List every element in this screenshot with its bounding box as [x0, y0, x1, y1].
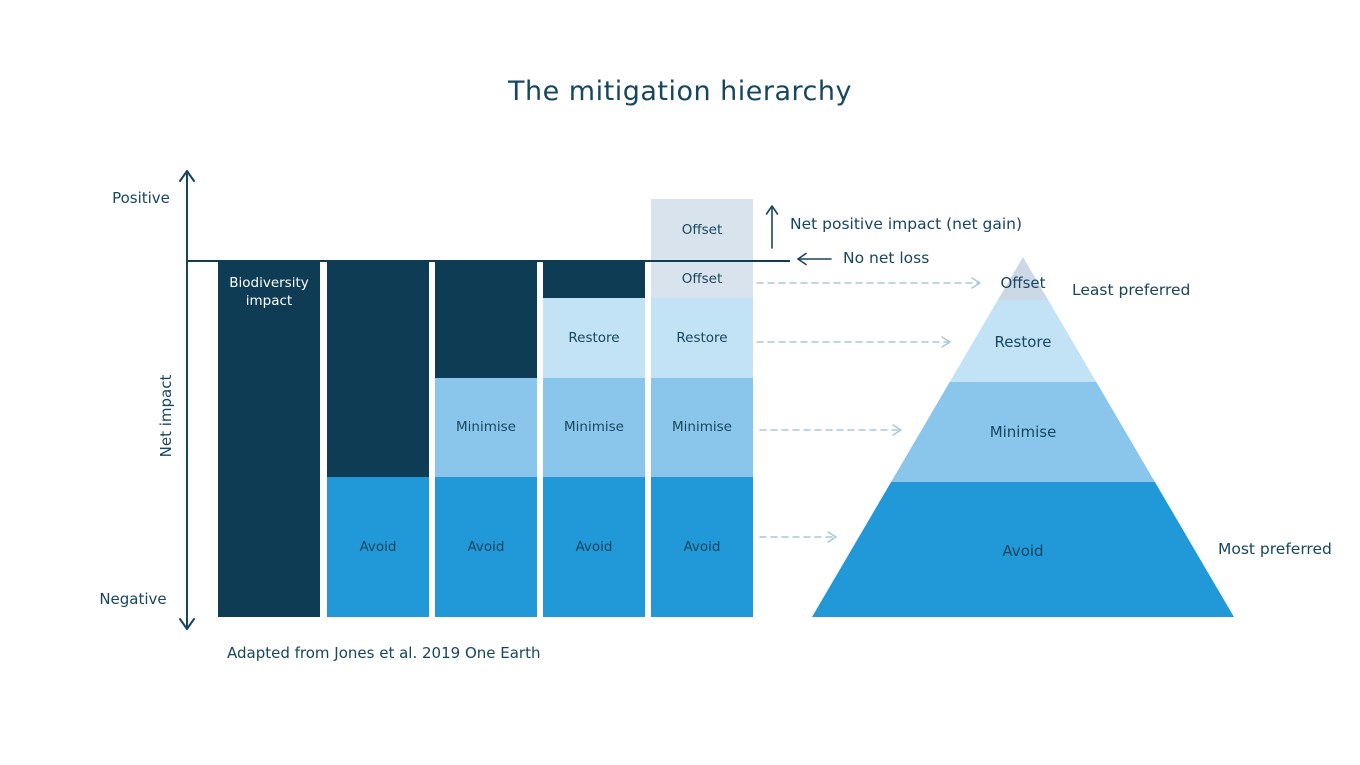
dashed-arrow-restore: [756, 336, 951, 348]
least-preferred-label: Least preferred: [1072, 281, 1191, 299]
dashed-arrow-minimise: [759, 424, 902, 436]
restore-bar-segment-impact: [543, 261, 645, 298]
segment-label: Minimise: [456, 419, 516, 436]
minimise-bar-segment-avoid: Avoid: [435, 477, 537, 617]
pyramid-label-minimise: Minimise: [989, 423, 1057, 441]
axis-net-impact-label: Net impact: [157, 374, 175, 458]
net-gain-annotation: Net positive impact (net gain): [790, 215, 1023, 233]
biodiversity-impact-bar-segment-impact: Biodiversity impact: [218, 261, 320, 617]
minimise-bar-segment-minimise: Minimise: [435, 378, 537, 477]
axis-positive-label: Positive: [112, 189, 170, 207]
y-axis-arrow-down-icon: [179, 618, 195, 630]
avoid-bar-segment-avoid: Avoid: [327, 477, 429, 617]
figure-title: The mitigation hierarchy: [508, 76, 852, 107]
segment-label: Minimise: [564, 419, 624, 436]
segment-label: Minimise: [672, 419, 732, 436]
offset-bar-segment-offset: Offset: [651, 261, 753, 298]
pyramid-label-avoid: Avoid: [1002, 542, 1044, 560]
segment-label: Avoid: [575, 538, 613, 555]
net-gain-arrow-icon: [765, 205, 779, 249]
pyramid-label-restore: Restore: [994, 333, 1052, 351]
segment-label: Offset: [681, 221, 723, 238]
segment-label: Avoid: [467, 538, 505, 555]
dashed-arrow-avoid: [759, 531, 837, 543]
offset-bar-segment-restore: Restore: [651, 298, 753, 378]
y-axis-arrow-up-icon: [179, 170, 195, 182]
no-net-loss-annotation: No net loss: [843, 249, 930, 267]
dashed-arrow-offset: [756, 277, 981, 289]
avoid-bar-segment-impact: [327, 261, 429, 477]
offset-bar-segment-avoid: Avoid: [651, 477, 753, 617]
segment-label: Offset: [681, 271, 723, 288]
restore-bar-segment-minimise: Minimise: [543, 378, 645, 477]
axis-negative-label: Negative: [99, 590, 167, 608]
segment-label: Restore: [568, 329, 620, 346]
segment-label: Avoid: [359, 538, 397, 555]
pyramid-label-offset: Offset: [1000, 274, 1046, 292]
restore-bar-segment-restore: Restore: [543, 298, 645, 378]
most-preferred-label: Most preferred: [1218, 540, 1332, 558]
segment-label: Avoid: [683, 538, 721, 555]
segment-label: Restore: [676, 329, 728, 346]
segment-label: Biodiversity impact: [229, 275, 309, 310]
attribution-text: Adapted from Jones et al. 2019 One Earth: [227, 644, 541, 662]
restore-bar-segment-avoid: Avoid: [543, 477, 645, 617]
y-axis: [179, 170, 195, 630]
minimise-bar-segment-impact: [435, 261, 537, 378]
no-net-loss-arrow-icon: [797, 252, 832, 266]
offset-bar-segment-minimise: Minimise: [651, 378, 753, 477]
offset-bar-segment-offset: Offset: [651, 199, 753, 261]
